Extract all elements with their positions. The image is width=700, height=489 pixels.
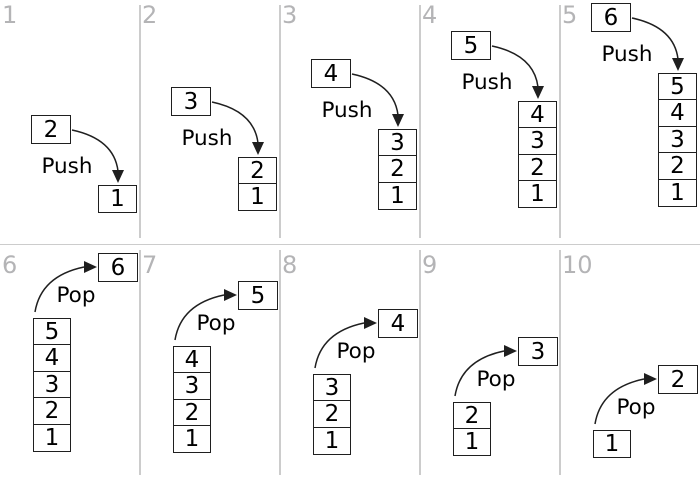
stack-cell: 4 [658,99,697,128]
stack-cell: 3 [313,374,351,402]
operation-label: Pop [616,395,656,420]
pop-value-box: 6 [98,253,138,282]
panel-number-label: 6 [2,251,18,279]
operation-label: Push [601,42,653,67]
stack-cell: 5 [33,318,71,346]
stack-cell: 3 [658,125,697,154]
panel-number-label: 8 [282,251,298,279]
operation-label: Push [321,98,373,123]
stack-cell: 2 [173,398,211,427]
stack-cell: 3 [518,127,557,156]
stack-cell: 2 [658,152,697,181]
stack-cell: 2 [238,157,277,185]
stack-cell: 5 [658,73,697,101]
stack-cell: 4 [33,344,71,373]
divider [559,250,561,475]
panel-number-label: 3 [282,1,298,29]
stack-cell: 1 [378,181,417,210]
stack-cell: 1 [313,426,351,455]
stack-cell: 3 [378,129,417,157]
stack-cell: 1 [453,428,491,457]
stack: 1 [98,185,137,213]
operation-label: Push [181,126,233,151]
push-value-box: 6 [591,3,631,32]
stack-cell: 1 [173,425,211,454]
push-value-box: 5 [451,31,491,60]
stack-cell: 1 [98,185,137,213]
divider [419,5,421,238]
panel-number-label: 5 [562,1,578,29]
panel-number-label: 2 [142,1,158,29]
pop-value-box: 3 [518,337,558,366]
panel-number-label: 7 [142,251,158,279]
operation-label: Pop [196,311,236,336]
operation-label: Push [461,70,513,95]
stack-cell: 3 [33,370,71,399]
push-value-box: 2 [31,115,71,144]
stack-cell: 2 [378,155,417,184]
pop-value-box: 5 [238,281,278,310]
panel-number-label: 10 [562,251,593,279]
panel-number-label: 9 [422,251,438,279]
divider [0,243,700,245]
push-value-box: 4 [311,59,351,88]
operation-label: Pop [476,367,516,392]
stack: 1 [593,430,631,458]
stack-cell: 4 [173,346,211,374]
stack-cell: 3 [173,372,211,401]
stack-cell: 2 [313,400,351,429]
stack-cell: 1 [658,178,697,207]
divider [559,5,561,238]
operation-label: Push [41,154,93,179]
stack-cell: 2 [518,153,557,182]
divider [419,250,421,475]
divider [139,5,141,238]
operation-label: Pop [336,339,376,364]
divider [279,250,281,475]
pop-value-box: 2 [658,365,698,394]
divider [279,5,281,238]
push-value-box: 3 [171,87,211,116]
pop-value-box: 4 [378,309,418,338]
stack-cell: 2 [33,397,71,426]
panel-number-label: 4 [422,1,438,29]
stack-cell: 1 [238,183,277,212]
stack-cell: 4 [518,101,557,129]
stack-cell: 1 [593,430,631,458]
operation-label: Pop [56,283,96,308]
divider [139,250,141,475]
stack-cell: 2 [453,402,491,430]
stack-cell: 1 [518,180,557,209]
panel-number-label: 1 [2,1,18,29]
stack-cell: 1 [33,423,71,452]
